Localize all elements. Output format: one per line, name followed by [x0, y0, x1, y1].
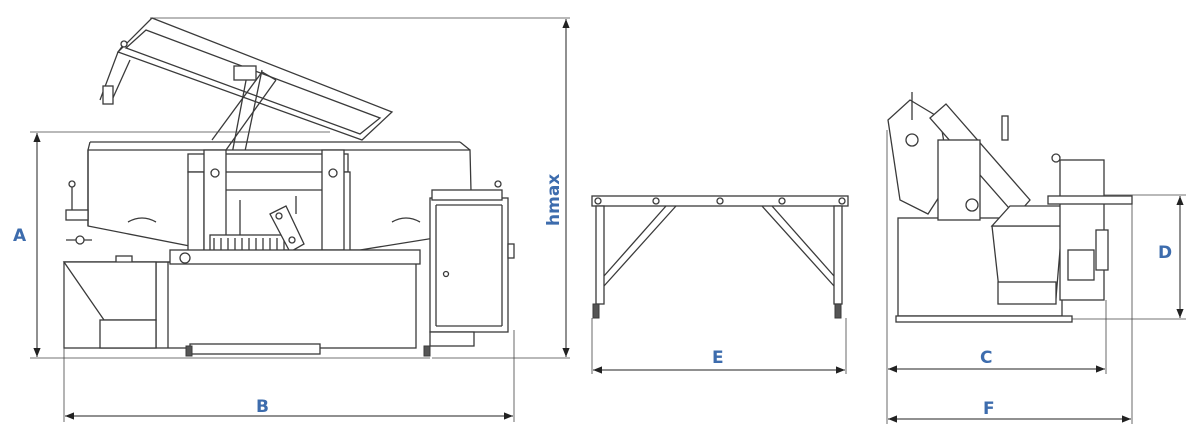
saw-column	[187, 149, 351, 263]
label-D: D	[1158, 243, 1172, 263]
dimension-D: D	[1072, 194, 1186, 320]
dimension-hmax: hmax	[150, 17, 570, 359]
dimension-B: B	[63, 265, 515, 422]
roller-table	[591, 195, 849, 319]
label-F: F	[983, 399, 995, 419]
blade-housing	[87, 141, 473, 251]
label-C: C	[980, 348, 992, 368]
label-hmax: hmax	[544, 174, 564, 226]
dimension-F: F	[886, 204, 1133, 424]
dimension-C: C	[886, 130, 1107, 374]
dimension-E: E	[591, 318, 847, 374]
side-view-machine	[62, 17, 515, 357]
front-view-machine	[887, 92, 1133, 323]
left-handle	[65, 180, 92, 245]
label-E: E	[712, 348, 724, 368]
dimension-A: A	[13, 131, 430, 359]
label-A: A	[13, 226, 27, 246]
label-B: B	[256, 397, 269, 417]
machine-bed	[62, 249, 431, 357]
raised-saw-arm	[99, 17, 394, 176]
control-cabinet	[429, 180, 515, 347]
